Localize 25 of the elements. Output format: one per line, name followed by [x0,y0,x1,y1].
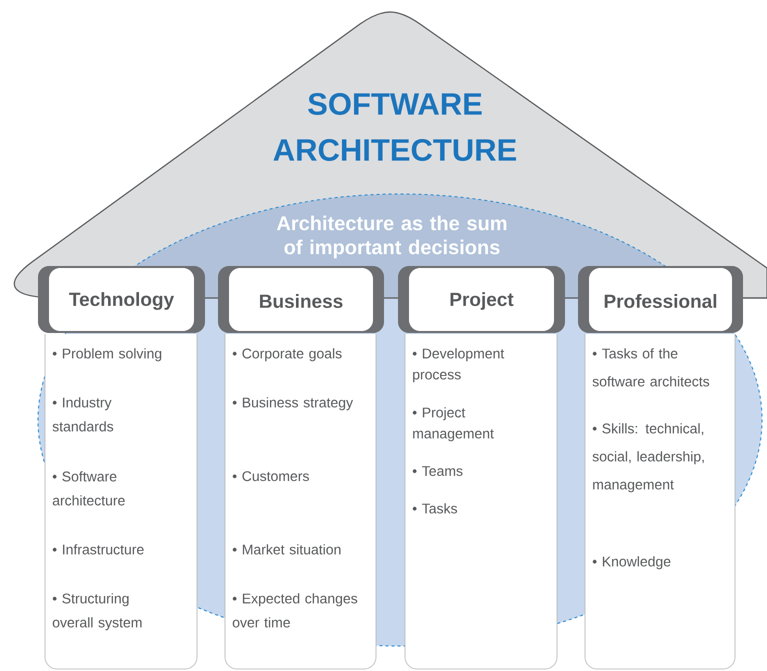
bullet-item: • Structuring overall system [52,593,142,630]
bullet-item: • Expected changes over time [232,593,358,628]
bullet-item: • Software architecture [52,471,125,506]
bullet-item: • Knowledge [592,556,670,570]
bullet-item: • Teams [412,466,462,476]
column-header: Technology [38,266,205,333]
pillar [584,334,736,670]
column-header: Professional [578,266,744,333]
bullet-item: • Development process [412,348,504,382]
column-header: Project [398,266,565,333]
bullet-item: • Tasks [412,503,458,514]
bullet-item: • Industry standards [52,397,114,432]
bullet-item: • Market situation [232,544,340,554]
pillar [224,334,376,670]
bullet-item: • Corporate goals [232,348,342,362]
bullet-item: • Problem solving [52,348,162,362]
bullet-item: • Business strategy [232,397,353,410]
bullet-item: • Skills: technical, social, leadership, management [592,423,704,492]
pillar [44,334,198,670]
bullet-item: • Infrastructure [52,544,144,554]
bullet-item: • Customers [232,471,309,482]
pillar [404,334,558,670]
column-header: Business [218,266,384,333]
bullet-item: • Project management [412,407,494,442]
bullet-item: • Tasks of the software architects [592,348,710,386]
